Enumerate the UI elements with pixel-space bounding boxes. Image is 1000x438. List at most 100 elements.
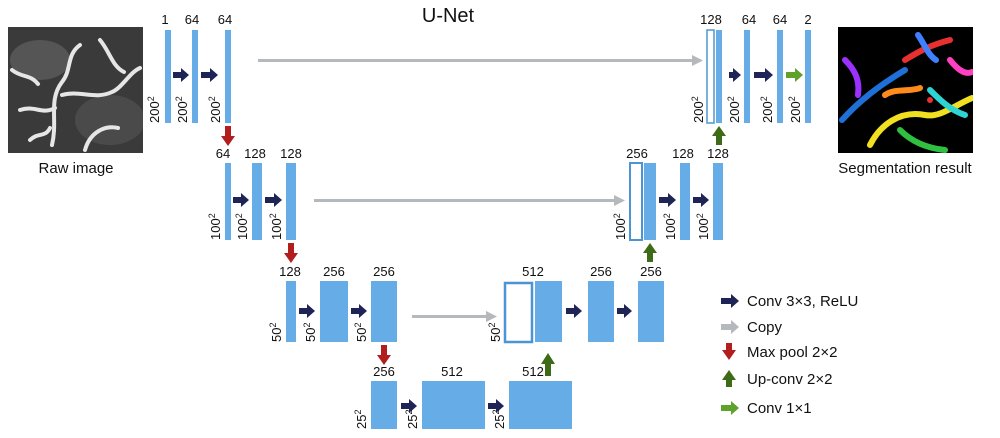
- ch-l2-d1: 256: [626, 146, 648, 161]
- block-l4-e2: [422, 381, 485, 429]
- block-l4-e1: [371, 381, 397, 429]
- ch-l2-e3: 128: [280, 146, 302, 161]
- block-l2-d-copy: [629, 162, 643, 241]
- conv1x1-arrow: [786, 68, 803, 82]
- ch-l2-d2: 128: [672, 146, 694, 161]
- block-l3-e2: [320, 281, 348, 342]
- block-l3-d2: [638, 281, 664, 342]
- ch-l1-d3: 64: [773, 12, 787, 27]
- conv-arrow-l2-1: [233, 193, 249, 207]
- conv-arrow-l3-4: [617, 304, 632, 318]
- res-l1-d1: 2002: [690, 96, 706, 123]
- ch-l1-e2: 64: [185, 12, 199, 27]
- ch-l1-d2: 64: [742, 12, 756, 27]
- seg-image-caption: Segmentation result: [838, 160, 972, 177]
- green-up-arrow-icon: [722, 370, 736, 387]
- ch-l3-d1: 512: [522, 264, 544, 279]
- legend-label-upconv: Up-conv 2×2: [747, 371, 832, 388]
- conv-arrow-l4-1: [401, 399, 417, 413]
- block-l3-d-copy: [503, 281, 534, 344]
- upconv-arrow-2: [643, 243, 657, 262]
- conv-arrow-l3-2: [351, 304, 367, 318]
- ch-l3-e2: 256: [323, 264, 345, 279]
- conv-arrow-l3-3: [566, 304, 582, 318]
- conv-arrow-l3-1: [299, 304, 315, 318]
- block-l1-d3: [805, 30, 811, 123]
- ch-l4-e2: 512: [441, 364, 463, 379]
- res-l1-e1: 2002: [146, 96, 162, 123]
- legend-label-conv: Conv 3×3, ReLU: [747, 293, 858, 310]
- res-l1-e2: 2002: [174, 96, 190, 123]
- ch-l3-d3: 256: [640, 264, 662, 279]
- block-l2-d1: [680, 163, 690, 240]
- block-l1-d-copy: [706, 29, 715, 124]
- ch-l2-e2: 128: [244, 146, 266, 161]
- maxpool-arrow-2: [284, 243, 298, 263]
- res-l2-d1: 1002: [612, 213, 628, 240]
- maxpool-arrow-1: [221, 126, 235, 146]
- res-l3-e3: 502: [353, 323, 369, 342]
- block-l3-d-up: [535, 281, 562, 342]
- block-l4-e3: [509, 381, 572, 429]
- block-l2-e3: [286, 163, 296, 240]
- block-l1-d2: [777, 30, 783, 123]
- block-l1-e3: [225, 30, 231, 123]
- segmentation-result-image: [838, 27, 973, 153]
- green-right-arrow-icon: [721, 401, 739, 415]
- block-l2-e1: [225, 163, 231, 240]
- ch-l1-d1: 128: [700, 12, 722, 27]
- res-l3-e1: 502: [268, 323, 284, 342]
- ch-l4-e1: 256: [373, 364, 395, 379]
- res-l1-d2: 2002: [726, 96, 742, 123]
- legend-label-maxpool: Max pool 2×2: [747, 344, 837, 361]
- block-l3-e3: [371, 281, 397, 342]
- conv-arrow-l1-3: [729, 68, 741, 82]
- ch-l1-d4: 2: [804, 12, 811, 27]
- res-l1-d4: 2002: [787, 96, 803, 123]
- ch-l1-e1: 1: [161, 12, 168, 27]
- res-l1-d3: 2002: [759, 96, 775, 123]
- upconv-arrow-1: [712, 126, 726, 145]
- res-l2-e2: 1002: [234, 213, 250, 240]
- res-l4-e3: 252: [491, 410, 507, 429]
- raw-microscopy-image: [8, 27, 143, 153]
- level4: 256 512 512 252 252 252: [353, 364, 572, 429]
- conv-arrow-l1-1: [173, 68, 189, 82]
- block-l1-e2: [192, 30, 198, 123]
- segmentation-image: [838, 27, 973, 153]
- res-l3-d1: 502: [487, 323, 503, 342]
- maxpool-arrow-3: [377, 345, 391, 365]
- res-l2-d3: 1002: [695, 213, 711, 240]
- block-l1-d1: [744, 30, 750, 123]
- legend-label-conv1x1: Conv 1×1: [747, 400, 812, 417]
- res-l2-d2: 1002: [662, 213, 678, 240]
- res-l4-e1: 252: [353, 410, 369, 429]
- ch-l2-e1: 64: [216, 146, 230, 161]
- dark-blue-right-arrow-icon: [721, 294, 739, 308]
- level2: 64 128 128 256 128 128 1002 1002 1002 10…: [207, 146, 729, 241]
- conv-arrow-l1-4: [754, 68, 773, 82]
- res-l2-e1: 1002: [207, 213, 223, 240]
- res-l1-e3: 2002: [207, 96, 223, 123]
- conv-arrow-l2-4: [693, 193, 709, 207]
- res-l2-e3: 1002: [268, 213, 284, 240]
- level3: 128 256 256 512 256 256 502 502 502 502: [268, 264, 664, 344]
- raw-image: [8, 27, 143, 153]
- ch-l4-e3: 512: [522, 364, 544, 379]
- conv-arrow-l4-2: [488, 399, 504, 413]
- legend: Conv 3×3, ReLU Copy Max pool 2×2 Up-conv…: [721, 293, 858, 417]
- ch-l2-d3: 128: [707, 146, 729, 161]
- block-l1-d-up: [716, 30, 722, 123]
- diagram-title: U-Net: [422, 5, 475, 27]
- block-l2-d-up: [644, 163, 656, 240]
- red-down-arrow-icon: [722, 343, 736, 360]
- conv-arrow-l2-2: [265, 193, 282, 207]
- copy-arrow-l2: [314, 195, 625, 206]
- res-l3-e2: 502: [302, 323, 318, 342]
- gray-right-arrow-icon: [721, 320, 739, 334]
- ch-l1-e3: 64: [218, 12, 232, 27]
- block-l2-d2: [713, 163, 723, 240]
- ch-l3-e3: 256: [373, 264, 395, 279]
- block-l1-e1: [165, 30, 171, 123]
